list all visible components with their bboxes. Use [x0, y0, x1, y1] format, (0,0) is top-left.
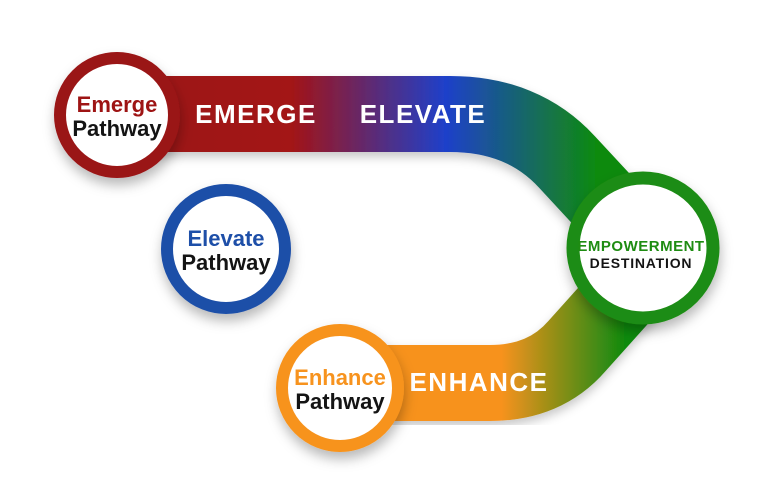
band-labels: EMERGE ELEVATE ELEVATE ENHANCE: [195, 99, 548, 397]
elevate-pathway-circle: [161, 184, 291, 314]
band-label-elevate-top: ELEVATE: [360, 99, 487, 129]
emerge-pathway-label-line2: Pathway: [72, 116, 162, 141]
empowerment-destination-label-line1: EMPOWERMENT: [577, 238, 704, 255]
elevate-pathway-label-line2: Pathway: [181, 250, 271, 275]
emerge-pathway-circle: [54, 52, 180, 178]
enhance-pathway-label-line2: Pathway: [295, 389, 385, 414]
empowerment-destination-label-line2: DESTINATION: [590, 255, 693, 271]
enhance-pathway-label-line1: Enhance: [294, 365, 386, 390]
band-label-emerge: EMERGE: [195, 99, 317, 129]
band-enhance: [365, 252, 667, 421]
empowerment-destination-circle: [566, 171, 720, 325]
band-emerge-elevate: [145, 76, 658, 256]
emerge-pathway-label-line1: Emerge: [77, 92, 158, 117]
elevate-pathway-label-line1: Elevate: [187, 226, 264, 251]
node-labels: Emerge Pathway Elevate Pathway Enhance P…: [72, 92, 704, 414]
pathway-nodes: [54, 52, 720, 452]
band-label-enhance: ENHANCE: [409, 367, 548, 397]
enhance-pathway-circle: [276, 324, 404, 452]
band-label-elevate-mid: ELEVATE: [310, 235, 437, 265]
